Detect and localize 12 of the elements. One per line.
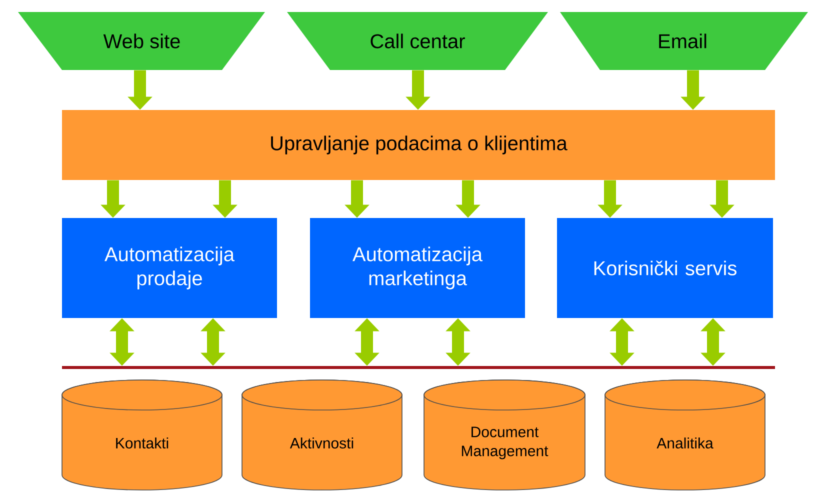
source-trapezoid: Call centar [287,12,548,70]
database-cylinder: Analitika [604,380,766,490]
database-cylinder: Document Management [424,380,586,490]
database-cylinder: Kontakti [62,380,222,490]
source-trapezoid: Web site [18,12,265,70]
module-box: Automatizacija prodaje [62,218,277,318]
module-box: Korisnički servis [557,218,773,318]
bus-line [62,366,775,369]
module-box: Automatizacija marketinga [310,218,525,318]
process-bar: Upravljanje podacima o klijentima [62,110,775,180]
source-trapezoid: Email [560,12,808,70]
database-cylinder: Aktivnosti [242,380,402,490]
